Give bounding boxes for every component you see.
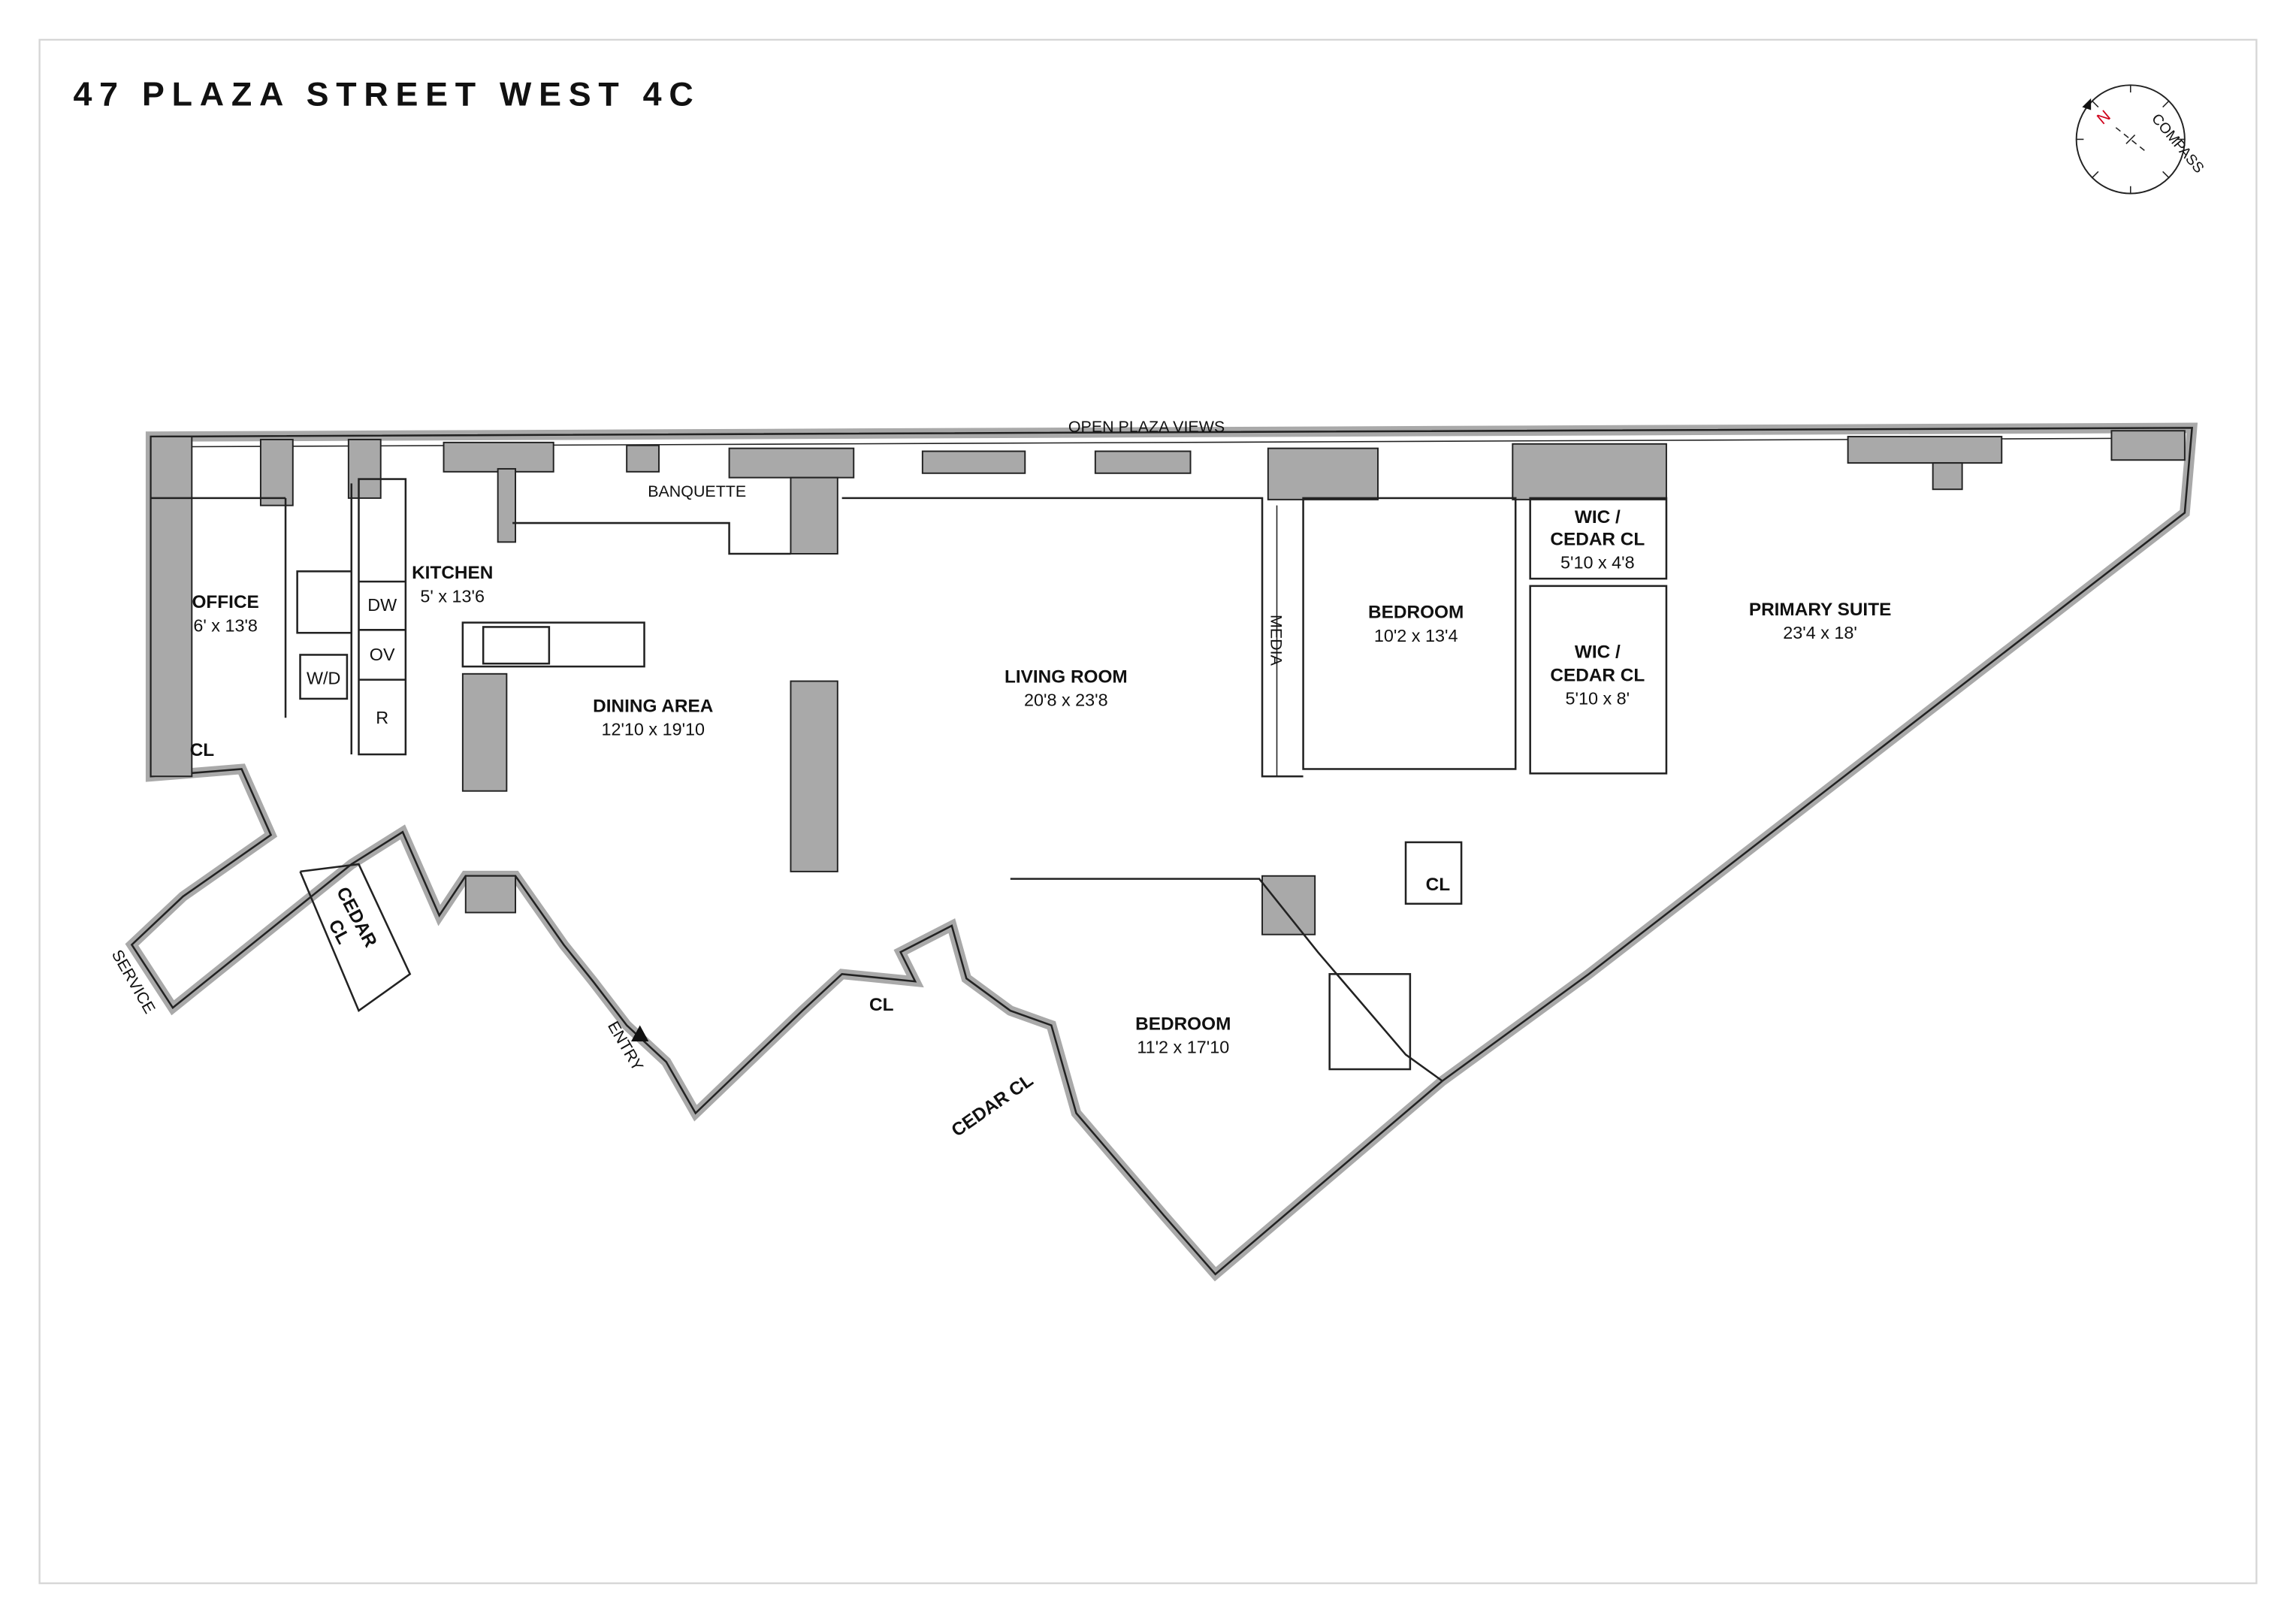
interior-walls xyxy=(150,478,1668,1082)
room-dining-name: DINING AREA xyxy=(593,696,713,716)
room-living-dim: 20'8 x 23'8 xyxy=(1024,691,1108,710)
closet-bath-cl: CL xyxy=(1426,875,1451,895)
room-bedroom2-name: BEDROOM xyxy=(1135,1014,1231,1034)
entry-arrow-icon xyxy=(631,1025,649,1041)
appliance-wd: W/D xyxy=(307,668,340,688)
closet-hall-cl: CL xyxy=(869,995,894,1015)
open-plaza-views-label: OPEN PLAZA VIEWS xyxy=(1068,418,1225,436)
room-wic1-name2: CEDAR CL xyxy=(1550,529,1645,549)
closet-office-cl: CL xyxy=(190,740,215,760)
appliance-r: R xyxy=(376,708,388,727)
appliance-ov: OV xyxy=(370,645,395,664)
room-kitchen-dim: 5' x 13'6 xyxy=(420,586,485,606)
room-dining-dim: 12'10 x 19'10 xyxy=(601,720,705,739)
room-bedroom1-name: BEDROOM xyxy=(1368,603,1464,623)
compass-north: N xyxy=(2093,107,2113,128)
page-frame xyxy=(38,38,2258,1585)
room-office-name: OFFICE xyxy=(192,592,258,612)
compass-icon: N COMPASS xyxy=(2075,84,2207,195)
room-primary-name: PRIMARY SUITE xyxy=(1749,600,1892,620)
room-wic1-name1: WIC / xyxy=(1575,507,1621,527)
cedar-closet-bedroom: CEDAR CL xyxy=(948,1070,1038,1141)
room-wic1-dim: 5'10 x 4'8 xyxy=(1560,552,1635,572)
room-wic2-dim: 5'10 x 8' xyxy=(1566,689,1630,709)
room-bedroom2-dim: 11'2 x 17'10 xyxy=(1137,1038,1229,1057)
room-wic2-name2: CEDAR CL xyxy=(1550,666,1645,686)
media-label: MEDIA xyxy=(1267,615,1285,666)
plan-title: 47 PLAZA STREET WEST 4C xyxy=(73,76,700,113)
room-bedroom1-dim: 10'2 x 13'4 xyxy=(1374,626,1458,645)
apartment-outline xyxy=(125,422,2198,1282)
room-wic2-name1: WIC / xyxy=(1575,642,1621,662)
room-primary-dim: 23'4 x 18' xyxy=(1783,623,1857,642)
appliance-dw: DW xyxy=(367,595,397,615)
room-kitchen-name: KITCHEN xyxy=(412,563,493,583)
room-living-name: LIVING ROOM xyxy=(1005,666,1128,687)
banquette-label: BANQUETTE xyxy=(648,482,746,500)
room-office-dim: 6' x 13'8 xyxy=(193,615,258,635)
wall-pillars xyxy=(150,430,2186,935)
